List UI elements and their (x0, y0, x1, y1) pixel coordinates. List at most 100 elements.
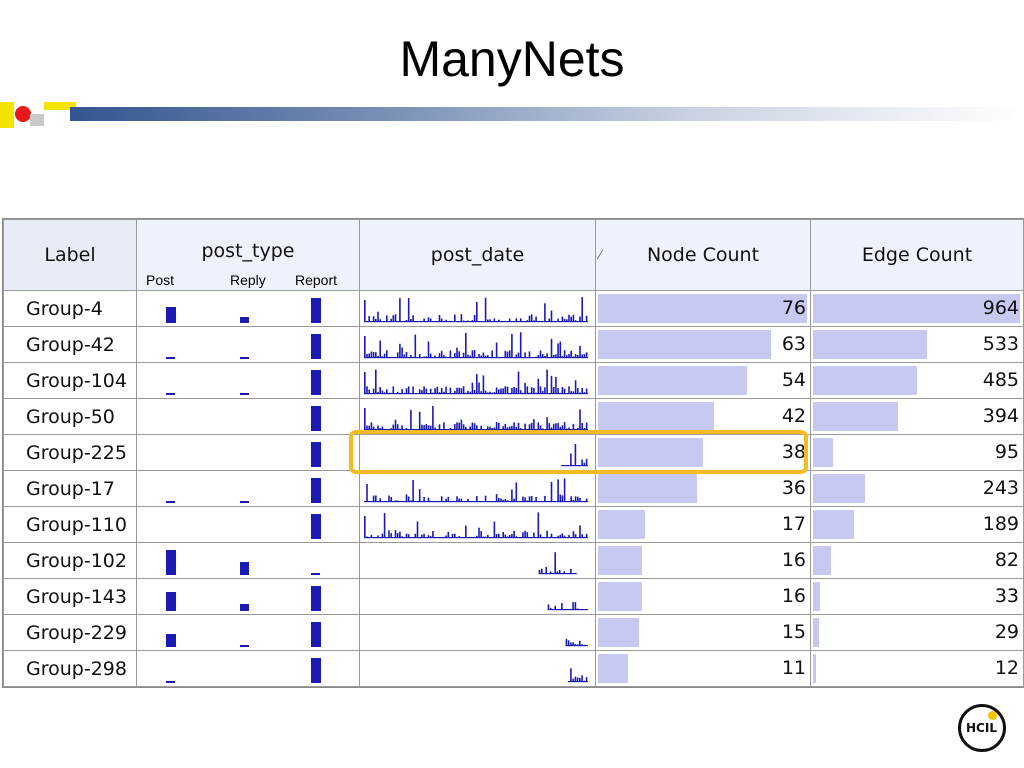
cell-post-date[interactable] (359, 290, 596, 327)
date-bin (438, 424, 441, 430)
cell-label[interactable]: Group-42 (3, 326, 137, 363)
cell-edge-count[interactable]: 964 (810, 290, 1024, 327)
cell-post-date[interactable] (359, 542, 596, 579)
date-bin (570, 496, 572, 502)
cell-label[interactable]: Group-102 (3, 542, 137, 579)
title-rule (70, 107, 1024, 121)
table-row[interactable]: Group-42 63 533 (3, 326, 1024, 363)
edge-count-value: 33 (994, 585, 1019, 607)
edge-count-bar (813, 294, 1020, 323)
date-bin (558, 569, 561, 574)
cell-node-count[interactable]: 15 (595, 614, 811, 651)
cell-label[interactable]: Group-17 (3, 470, 137, 507)
cell-label[interactable]: Group-50 (3, 398, 137, 435)
cell-post-date[interactable] (359, 326, 596, 363)
date-bin (572, 423, 575, 430)
cell-edge-count[interactable]: 33 (810, 578, 1024, 615)
column-header-node-count[interactable]: ⁄ Node Count (595, 219, 811, 291)
cell-edge-count[interactable]: 485 (810, 362, 1024, 399)
date-bin (401, 347, 403, 358)
cell-node-count[interactable]: 76 (595, 290, 811, 327)
cell-post-date[interactable] (359, 470, 596, 507)
cell-node-count[interactable]: 11 (595, 650, 811, 687)
cell-post-date[interactable] (359, 434, 596, 471)
cell-post-date[interactable] (359, 614, 596, 651)
column-header-post-type[interactable]: post_type Post Reply Report (136, 219, 360, 291)
cell-label[interactable]: Group-143 (3, 578, 137, 615)
cell-label[interactable]: Group-225 (3, 434, 137, 471)
date-bin (368, 389, 370, 394)
cell-post-type[interactable] (136, 614, 360, 651)
cell-node-count[interactable]: 54 (595, 362, 811, 399)
cell-node-count[interactable]: 42 (595, 398, 811, 435)
cell-edge-count[interactable]: 533 (810, 326, 1024, 363)
manynets-table[interactable]: Label post_type Post Reply Report post_d… (2, 218, 1024, 688)
cell-post-date[interactable] (359, 362, 596, 399)
cell-post-date[interactable] (359, 398, 596, 435)
cell-edge-count[interactable]: 12 (810, 650, 1024, 687)
sort-indicator-icon[interactable]: ⁄ (599, 248, 602, 262)
cell-edge-count[interactable]: 82 (810, 542, 1024, 579)
cell-label[interactable]: Group-4 (3, 290, 137, 327)
cell-edge-count[interactable]: 243 (810, 470, 1024, 507)
cell-label[interactable]: Group-298 (3, 650, 137, 687)
date-bin (390, 497, 392, 502)
cell-post-type[interactable] (136, 506, 360, 543)
cell-post-type[interactable] (136, 290, 360, 327)
cell-node-count[interactable]: 63 (595, 326, 811, 363)
cell-post-type[interactable] (136, 470, 360, 507)
table-row[interactable]: Group-143 16 33 (3, 578, 1024, 615)
date-bin (405, 533, 408, 538)
date-bin (548, 318, 551, 322)
date-bin (570, 350, 572, 358)
reply-bar (239, 562, 249, 575)
cell-post-type[interactable] (136, 578, 360, 615)
column-header-label[interactable]: Label (3, 219, 137, 291)
cell-post-date[interactable] (359, 650, 596, 687)
cell-edge-count[interactable]: 29 (810, 614, 1024, 651)
date-bin (566, 355, 568, 358)
cell-edge-count[interactable]: 394 (810, 398, 1024, 435)
cell-label[interactable]: Group-229 (3, 614, 137, 651)
cell-post-type[interactable] (136, 542, 360, 579)
cell-edge-count[interactable]: 189 (810, 506, 1024, 543)
cell-post-type[interactable] (136, 398, 360, 435)
cell-node-count[interactable]: 16 (595, 578, 811, 615)
cell-label[interactable]: Group-104 (3, 362, 137, 399)
date-bin (489, 319, 491, 322)
cell-edge-count[interactable]: 95 (810, 434, 1024, 471)
cell-post-date[interactable] (359, 506, 596, 543)
report-bar (311, 573, 320, 575)
cell-node-count[interactable]: 17 (595, 506, 811, 543)
date-bin (555, 376, 557, 394)
column-header-edge-count[interactable]: Edge Count (810, 219, 1024, 291)
date-bin (484, 355, 487, 358)
cell-post-date[interactable] (359, 578, 596, 615)
cell-node-count[interactable]: 38 (595, 434, 811, 471)
cell-post-type[interactable] (136, 434, 360, 471)
cell-post-type[interactable] (136, 326, 360, 363)
cell-post-type[interactable] (136, 362, 360, 399)
edge-count-value: 533 (982, 333, 1019, 355)
date-bin (489, 426, 491, 430)
date-bin (498, 389, 500, 394)
date-bin (500, 498, 502, 502)
column-header-post-date[interactable]: post_date (359, 219, 596, 291)
date-bin (416, 521, 419, 538)
cell-post-type[interactable] (136, 650, 360, 687)
node-count-bar (598, 402, 714, 431)
date-bin (574, 354, 577, 358)
cell-node-count[interactable]: 36 (595, 470, 811, 507)
cell-label[interactable]: Group-110 (3, 506, 137, 543)
subheader-report: Report (295, 272, 338, 288)
cell-node-count[interactable]: 16 (595, 542, 811, 579)
